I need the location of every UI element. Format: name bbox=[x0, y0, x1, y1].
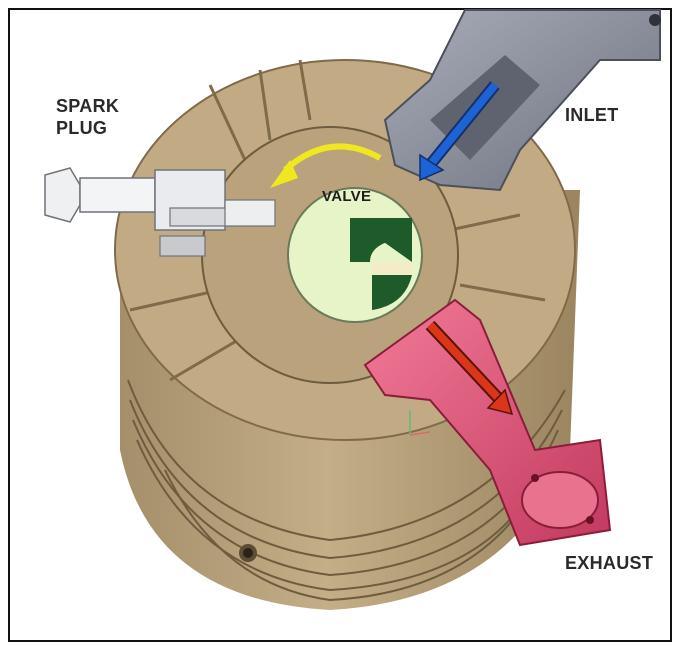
exhaust-flow-arrow bbox=[425, 320, 514, 416]
valve-label: VALVE bbox=[322, 188, 372, 205]
rotation-arrow bbox=[270, 143, 382, 188]
rotary-valve bbox=[287, 187, 423, 323]
spark-plug bbox=[44, 167, 276, 257]
exhaust-pipe bbox=[363, 298, 612, 547]
inlet-label: INLET bbox=[565, 105, 619, 125]
spark-plug-label: SPARK PLUG bbox=[56, 95, 119, 139]
exhaust-label: EXHAUST bbox=[565, 553, 654, 573]
spark-plug-label-line1: SPARK bbox=[56, 96, 120, 116]
axis-gizmo bbox=[409, 410, 431, 436]
inlet-flow-arrow bbox=[419, 81, 500, 182]
spark-plug-label-line2: PLUG bbox=[56, 118, 108, 138]
